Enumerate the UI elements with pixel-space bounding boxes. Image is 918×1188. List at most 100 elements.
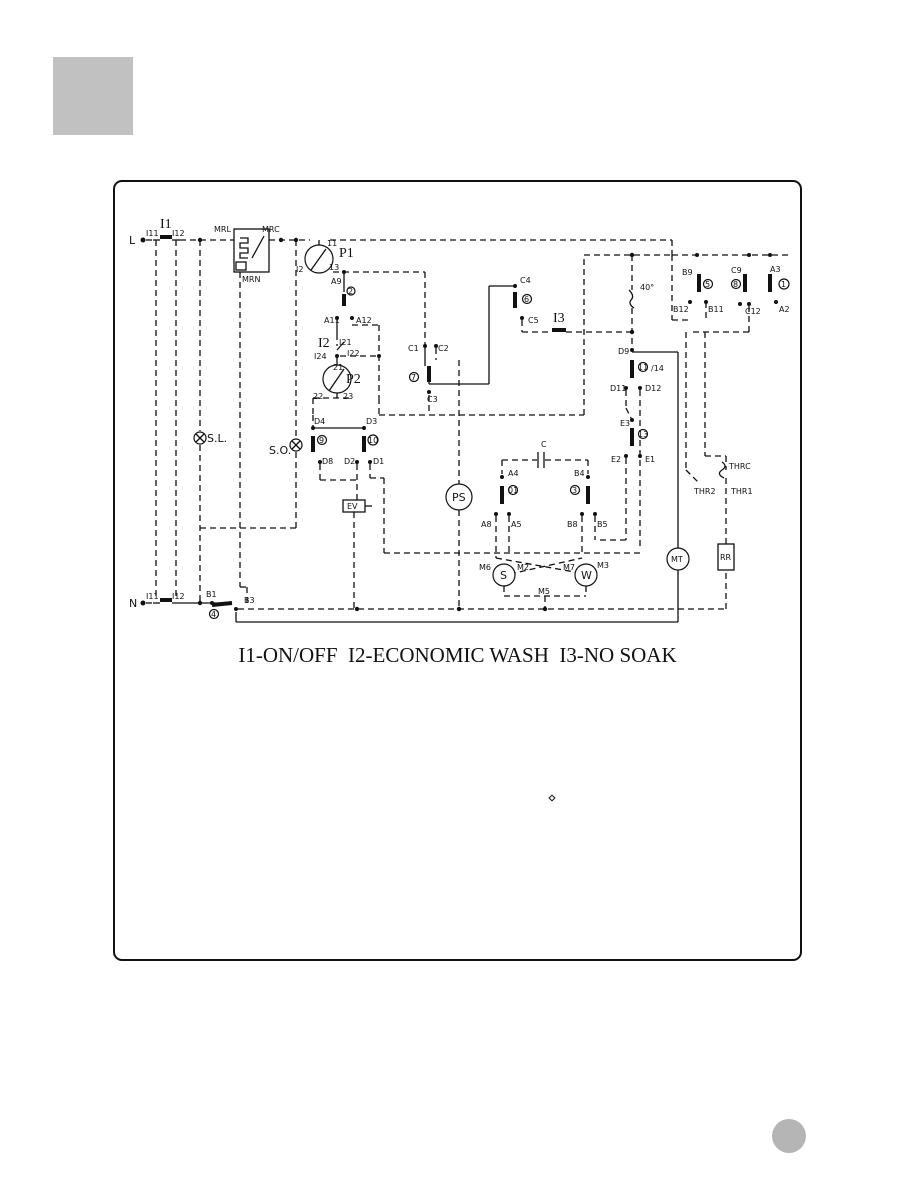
label-mt: MT: [671, 555, 683, 564]
label-n: N: [129, 597, 137, 610]
label-p2: P2: [346, 372, 361, 387]
label-a12: A12: [356, 316, 372, 325]
so-lamp: [289, 240, 303, 528]
label-e1: E1: [645, 455, 655, 464]
label-p1-11: 11: [327, 239, 337, 248]
label-thrc: THRC: [728, 462, 751, 471]
label-e3: E3: [620, 419, 630, 428]
label-a8: A8: [481, 520, 492, 529]
label-i11-n: I11: [146, 592, 159, 601]
label-ev: EV: [347, 502, 358, 511]
marker-icon: [548, 794, 556, 802]
label-i12: I12: [172, 229, 185, 238]
label-mrl: MRL: [214, 225, 231, 234]
label-cam4: 4: [211, 610, 216, 619]
label-b1: B1: [206, 590, 217, 599]
label-i3: I3: [553, 311, 565, 326]
label-d3: D3: [366, 417, 377, 426]
label-p1-12: I2: [296, 265, 303, 274]
section-tab: [53, 57, 133, 135]
label-p2-21: 21: [333, 363, 343, 372]
label-cam3: 3: [572, 486, 577, 495]
label-b4: B4: [574, 469, 585, 478]
label-m2: M2: [517, 563, 529, 572]
label-cam6: 6: [524, 295, 529, 304]
label-thr2: THR2: [693, 487, 716, 496]
label-l: L: [129, 234, 136, 247]
label-b3: B3: [244, 596, 255, 605]
heater: [685, 456, 735, 571]
label-d9: D9: [618, 347, 629, 356]
label-a9: A9: [331, 277, 342, 286]
label-d1: D1: [373, 457, 384, 466]
thermostat-and-cams: [628, 252, 790, 470]
label-d4: D4: [314, 417, 325, 426]
label-d11: D11: [610, 384, 626, 393]
ev-valve: [342, 499, 372, 609]
cam-13: [596, 407, 642, 541]
label-m5: M5: [538, 587, 550, 596]
label-d2: D2: [344, 457, 355, 466]
label-s: S: [500, 569, 507, 582]
label-cam2: 2: [348, 287, 353, 296]
label-cam10: 10: [368, 436, 378, 445]
label-cam9: 9: [319, 436, 324, 445]
cam-6: [513, 284, 632, 333]
label-cam13: 13: [638, 430, 648, 439]
label-p1: P1: [339, 246, 354, 261]
label-so: S.O.: [269, 444, 291, 457]
label-cam1: 1: [781, 280, 786, 289]
motor-circuit: [492, 452, 598, 609]
label-i24: I24: [314, 352, 327, 361]
label-cam8: 8: [733, 280, 738, 289]
cams-9-10: [311, 415, 640, 554]
label-a2: A2: [779, 305, 790, 314]
label-a5: A5: [511, 520, 522, 529]
label-mrc: MRC: [262, 225, 280, 234]
timer-motor: [666, 547, 690, 571]
label-d12: D12: [645, 384, 661, 393]
line-L: [140, 235, 673, 255]
label-p2-22: 22: [313, 392, 323, 401]
label-c9: C9: [731, 266, 742, 275]
label-i1: I1: [160, 217, 172, 232]
label-p1-13: 13: [329, 263, 339, 272]
label-e2: E2: [611, 455, 621, 464]
signal-lamp: [193, 240, 296, 603]
label-c: C: [541, 440, 547, 449]
diagram-frame: [113, 180, 802, 961]
pressure-switch-p2: [312, 254, 672, 416]
diagram-legend: I1-ON/OFF I2-ECONOMIC WASH I3-NO SOAK: [238, 643, 677, 667]
label-c4: C4: [520, 276, 531, 285]
label-c2: C2: [438, 344, 449, 353]
label-cam11: 11: [638, 363, 648, 372]
label-cam01: 01: [508, 486, 518, 495]
label-i14: /14: [651, 364, 664, 373]
door-lock: [233, 228, 270, 606]
label-c12: C12: [745, 307, 761, 316]
label-i2: I2: [318, 336, 330, 351]
label-40: 40°: [640, 283, 654, 292]
label-ps: PS: [452, 491, 466, 504]
label-mrn: MRN: [242, 275, 260, 284]
label-i22: I22: [347, 349, 360, 358]
page-number-badge: [772, 1119, 806, 1153]
label-c1: C1: [408, 344, 419, 353]
label-a3: A3: [770, 265, 781, 274]
label-b12: B12: [673, 305, 689, 314]
label-thr1: THR1: [730, 487, 753, 496]
label-b5: B5: [597, 520, 608, 529]
label-w: W: [581, 569, 592, 582]
label-i12-n: I12: [172, 592, 185, 601]
label-cam5: 5: [705, 280, 710, 289]
label-m7: M7: [563, 563, 575, 572]
label-i21: I21: [339, 338, 352, 347]
label-b8: B8: [567, 520, 578, 529]
label-b11: B11: [708, 305, 724, 314]
line-N: [140, 570, 727, 623]
label-a11: A11: [324, 316, 340, 325]
label-m6: M6: [479, 563, 491, 572]
label-cam7: 7: [411, 373, 416, 382]
label-c5: C5: [528, 316, 539, 325]
